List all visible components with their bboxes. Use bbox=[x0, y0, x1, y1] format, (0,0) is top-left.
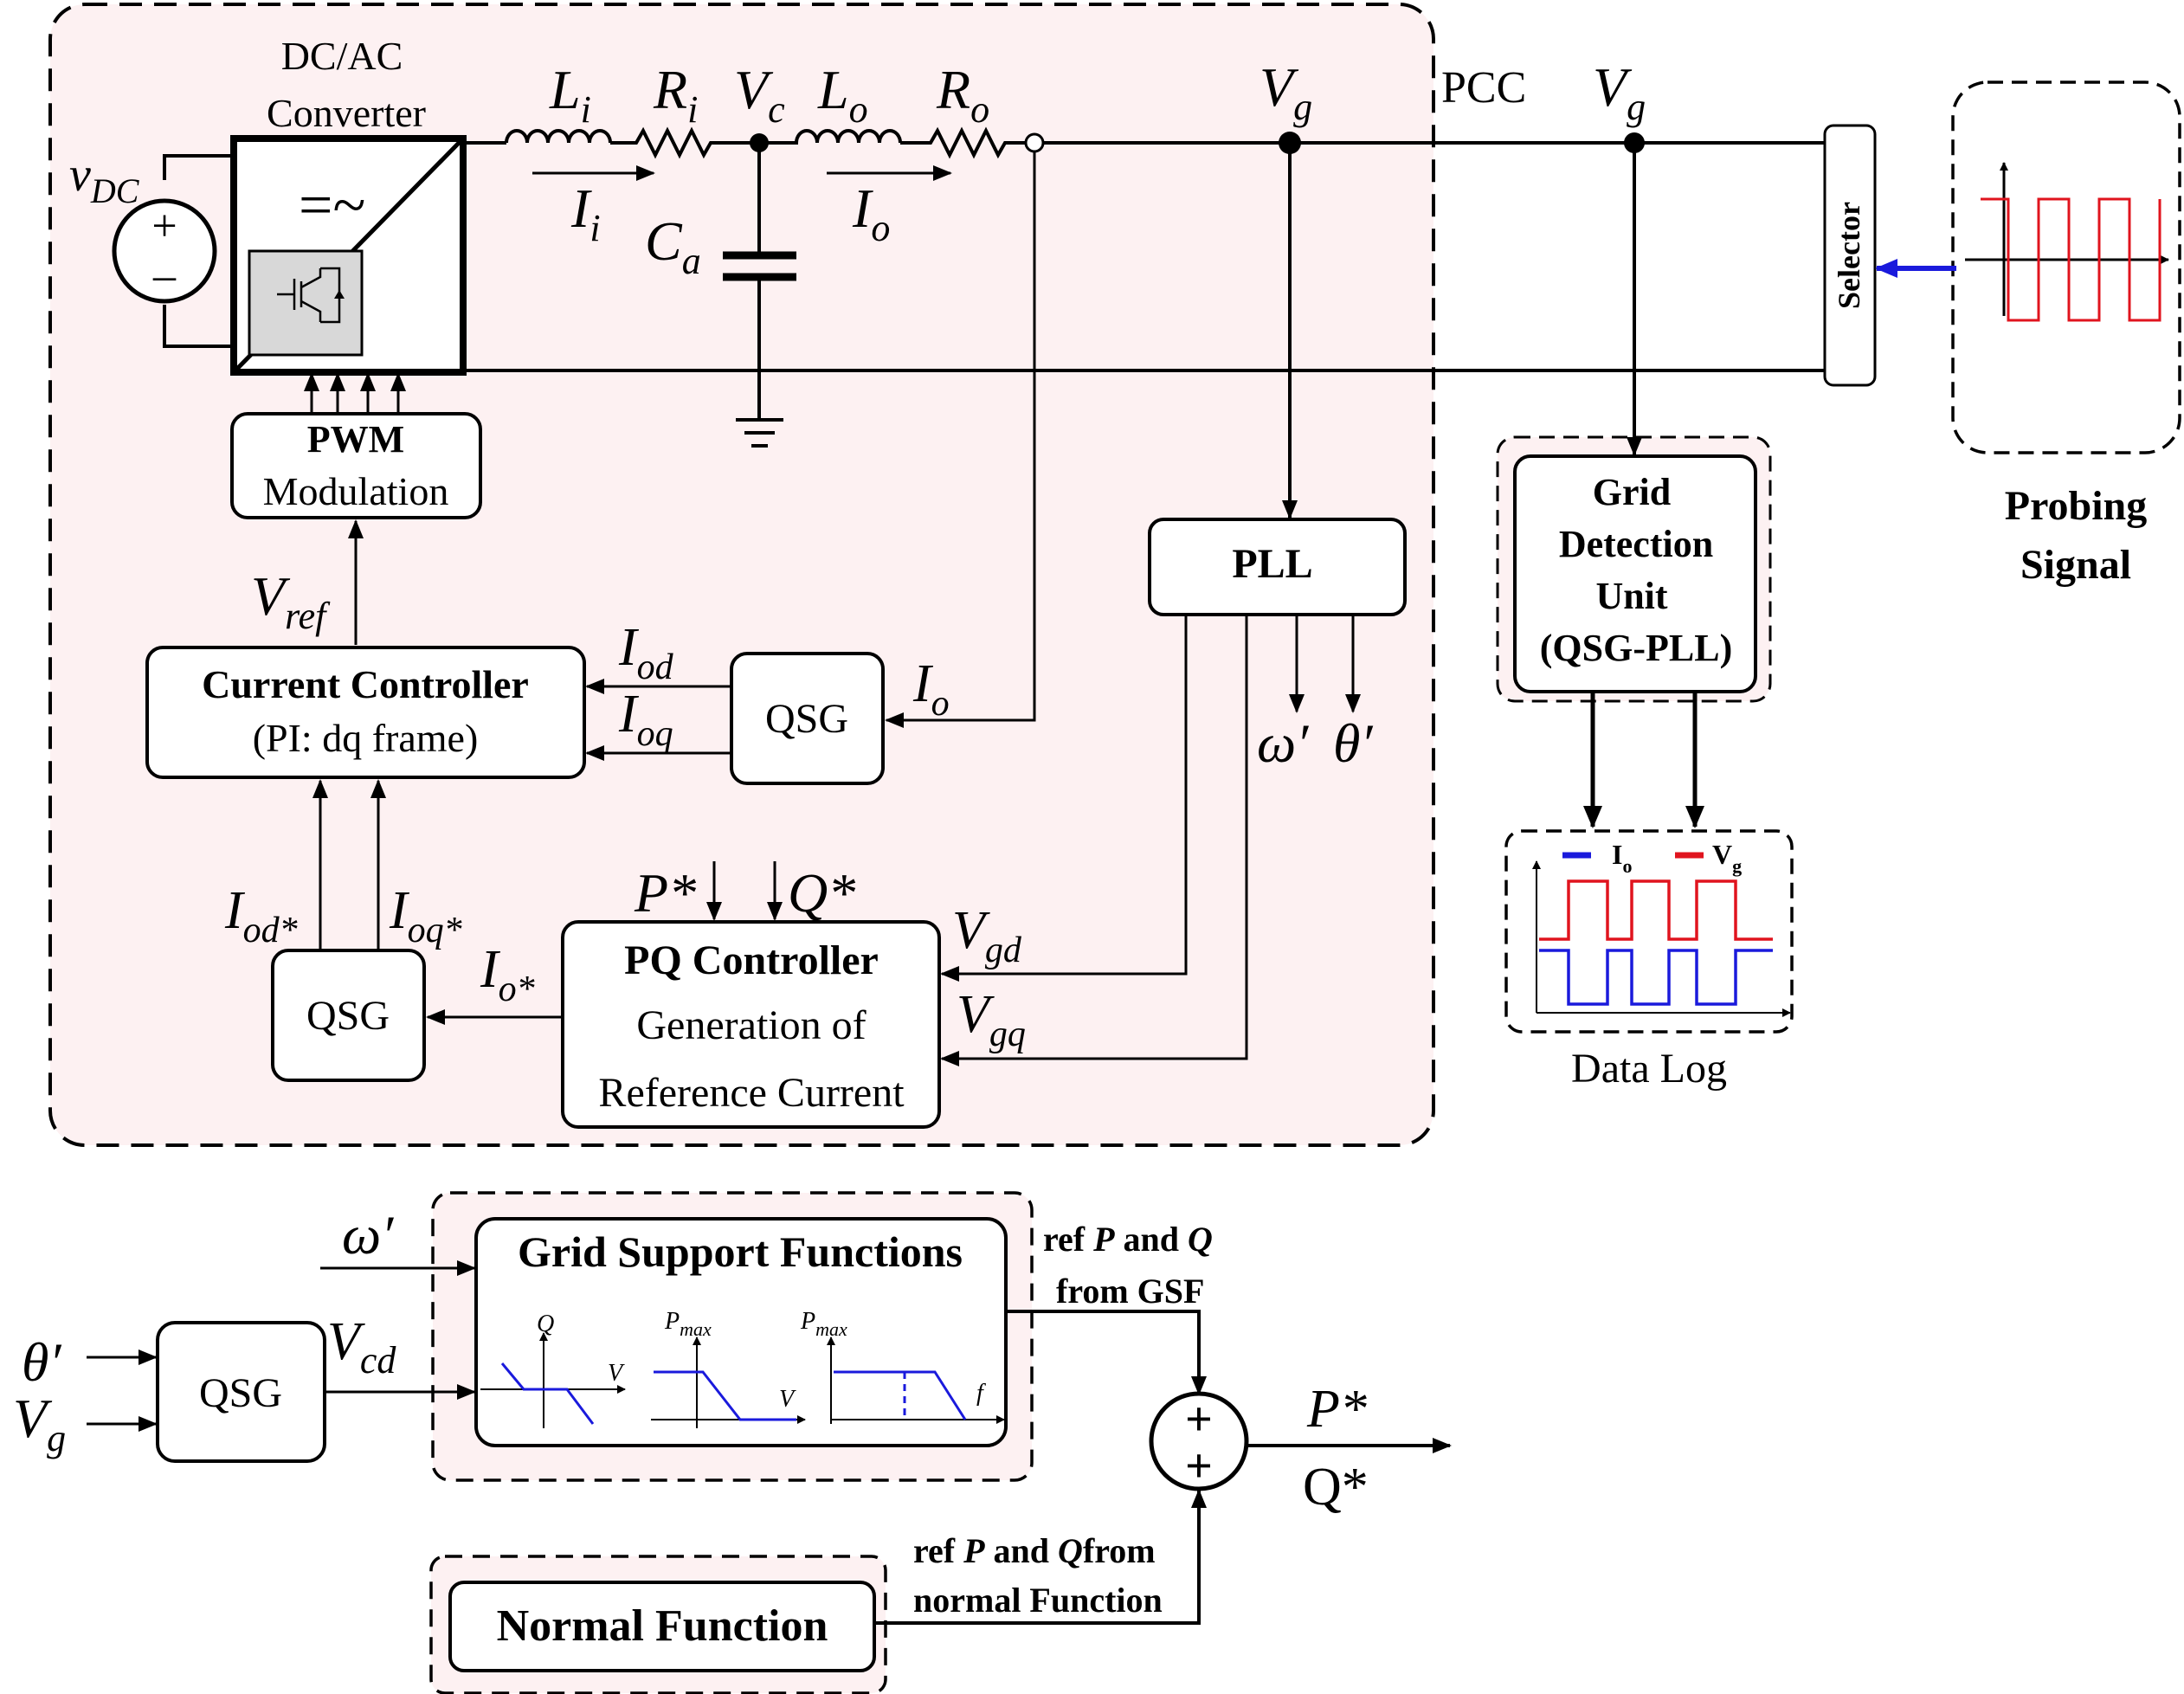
vg-bottom-label: Vg bbox=[13, 1388, 66, 1459]
pwm-line2: Modulation bbox=[263, 469, 449, 513]
ioq-star-label: Ioq* bbox=[389, 881, 462, 950]
gsf-title: Grid Support Functions bbox=[518, 1227, 963, 1276]
svg-text:+: + bbox=[151, 202, 177, 251]
gdu-line2: Detection bbox=[1559, 523, 1713, 565]
pq-line2: Generation of bbox=[636, 1002, 866, 1048]
vgq-label: Vgq bbox=[957, 985, 1026, 1054]
pq-line1: PQ Controller bbox=[624, 937, 879, 983]
gsf-f-label: f bbox=[976, 1380, 986, 1407]
omega-prime-label: ω′ bbox=[1257, 712, 1309, 774]
dcac-label-2: Converter bbox=[267, 91, 426, 135]
ref-normal-line1: ref P and Qfrom bbox=[913, 1531, 1156, 1570]
pq-line3: Reference Current bbox=[598, 1070, 905, 1116]
data-log-label: Data Log bbox=[1571, 1046, 1727, 1092]
data-log-plot bbox=[1532, 860, 1791, 1017]
pcc-label: PCC bbox=[1441, 63, 1526, 113]
theta-prime-bottom-label: θ′ bbox=[22, 1331, 61, 1393]
dcac-label-1: DC/AC bbox=[281, 34, 403, 78]
gsf-volt-var-chart bbox=[480, 1332, 626, 1428]
gsf-pmax1-label: Pmax bbox=[664, 1308, 712, 1340]
io-top-label: Io bbox=[852, 177, 890, 249]
probing-label-1: Probing bbox=[2005, 483, 2147, 529]
vg-inner-label: Vg bbox=[1260, 56, 1312, 128]
theta-prime-label: θ′ bbox=[1333, 712, 1373, 774]
li-label: Li bbox=[549, 59, 591, 131]
pq-controller-box bbox=[561, 920, 941, 1129]
svg-text:Vg: Vg bbox=[1712, 839, 1742, 877]
cc-line2: (PI: dq frame) bbox=[253, 716, 479, 760]
sum-plus-1: + bbox=[1185, 1393, 1213, 1446]
vcd-label: Vcd bbox=[327, 1312, 396, 1382]
svg-text:Io: Io bbox=[1612, 839, 1632, 877]
gdu-line1: Grid bbox=[1593, 471, 1671, 513]
iod-label: Iod bbox=[618, 618, 674, 687]
svg-text:–: – bbox=[152, 251, 177, 300]
selector-label: Selector bbox=[1832, 202, 1866, 309]
vgd-label: Vgd bbox=[952, 901, 1022, 970]
q-star-in-label: Q* bbox=[788, 862, 855, 924]
dcac-converter: =~ bbox=[230, 135, 467, 376]
vref-label: Vref bbox=[251, 565, 331, 637]
pwm-line1: PWM bbox=[307, 418, 404, 461]
gsf-q-label: Q bbox=[537, 1311, 554, 1337]
probing-signal-box bbox=[1951, 81, 2181, 454]
inductor-li bbox=[505, 129, 612, 144]
gdu-line3: Unit bbox=[1595, 575, 1667, 617]
capacitor-ca bbox=[723, 143, 796, 418]
grid-detection-box bbox=[1513, 454, 1757, 693]
normal-function-label: Normal Function bbox=[497, 1601, 828, 1651]
inductor-lo bbox=[759, 129, 902, 145]
cc-line1: Current Controller bbox=[202, 662, 529, 706]
data-log-box bbox=[1504, 829, 1794, 1034]
ground-icon bbox=[736, 418, 783, 448]
gsf-v2-label: V bbox=[779, 1386, 796, 1413]
vc-label: Vc bbox=[734, 59, 785, 131]
io-mid-label: Io bbox=[912, 654, 950, 724]
current-controller-box bbox=[145, 646, 586, 779]
svg-text:=~: =~ bbox=[299, 172, 365, 239]
omega-prime-bottom-label: ω′ bbox=[342, 1204, 394, 1266]
lo-label: Lo bbox=[817, 59, 868, 131]
pll-box bbox=[1148, 518, 1407, 616]
gdu-line4: (QSG-PLL) bbox=[1540, 627, 1732, 669]
resistor-ri bbox=[610, 126, 759, 159]
v-dc-label: vDC bbox=[69, 148, 140, 210]
vg-outer-label: Vg bbox=[1593, 56, 1646, 128]
ii-label: Ii bbox=[570, 177, 601, 249]
gsf-volt-watt-chart bbox=[651, 1337, 806, 1428]
ri-label: Ri bbox=[653, 59, 698, 131]
gsf-freq-watt-chart bbox=[827, 1337, 1005, 1424]
pll-label: PLL bbox=[1232, 541, 1312, 587]
resistor-ro bbox=[900, 126, 1026, 159]
qsg-bottom-label: QSG bbox=[306, 993, 390, 1039]
ref-gsf-line1: ref P and Q bbox=[1043, 1220, 1213, 1259]
pwm-gate-arrows bbox=[304, 372, 406, 414]
ref-normal-line2: normal Function bbox=[913, 1581, 1163, 1620]
selector-box bbox=[1823, 124, 1877, 387]
probing-signal-plot bbox=[1965, 162, 2169, 322]
gsf-pmax2-label: Pmax bbox=[800, 1308, 847, 1340]
qsg-top-label: QSG bbox=[765, 696, 848, 742]
data-log-legend: Io Vg bbox=[1562, 839, 1742, 877]
q-star-out-label: Q* bbox=[1303, 1458, 1369, 1517]
qsg-box-bottom bbox=[271, 949, 426, 1082]
ca-label: Ca bbox=[645, 210, 701, 282]
iod-star-label: Iod* bbox=[224, 881, 298, 950]
qsg-box-top bbox=[730, 652, 885, 785]
ref-gsf-line2: from GSF bbox=[1056, 1272, 1204, 1311]
gsf-v1-label: V bbox=[608, 1360, 625, 1387]
probing-label-2: Signal bbox=[2020, 542, 2131, 588]
sum-plus-2: + bbox=[1185, 1440, 1213, 1493]
io-star-label: Io* bbox=[480, 940, 535, 1009]
p-star-out-label: P* bbox=[1306, 1380, 1367, 1439]
normal-function-box bbox=[448, 1581, 876, 1672]
io-measure-node bbox=[1024, 132, 1045, 153]
p-star-in-label: P* bbox=[634, 862, 696, 924]
dc-source: + – bbox=[112, 154, 234, 348]
ro-label: Ro bbox=[936, 59, 989, 131]
pwm-box bbox=[230, 412, 482, 519]
ioq-label: Ioq bbox=[618, 685, 673, 754]
qsg-gsf-label: QSG bbox=[199, 1370, 282, 1416]
